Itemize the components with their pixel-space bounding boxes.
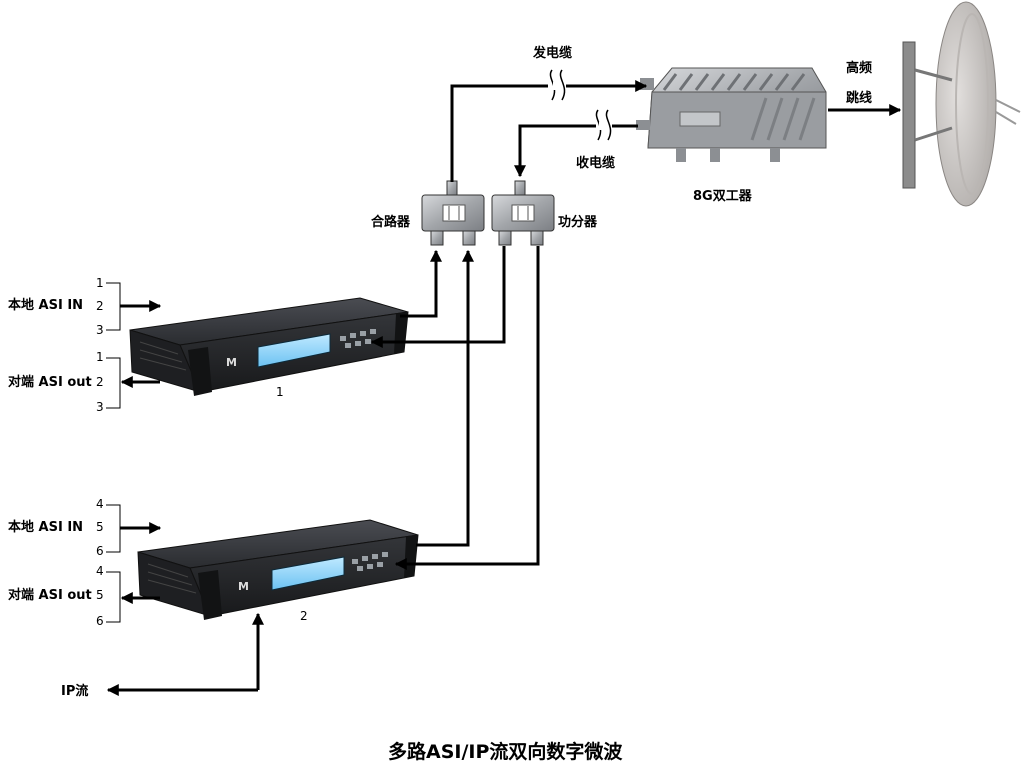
encoder-unit-2: M 2 (137, 519, 419, 623)
port-number: 5 (96, 520, 104, 534)
diplexer-icon (636, 67, 827, 162)
svg-text:M: M (238, 580, 249, 593)
ip-stream-label: IP流 (61, 683, 88, 699)
dish-antenna-icon (902, 1, 1021, 207)
unit1-out-bracket: 1 2 3 对端 ASI out (8, 350, 121, 414)
port-number: 3 (96, 400, 104, 414)
port-number: 1 (96, 276, 104, 290)
port-number: 4 (96, 564, 104, 578)
remote-asi-out-label: 对端 ASI out (8, 374, 92, 390)
port-number: 3 (96, 323, 104, 337)
local-asi-in-label: 本地 ASI IN (8, 297, 83, 313)
wires (106, 80, 902, 696)
encoder-unit-1: M 1 (129, 297, 409, 399)
combiner-label: 合路器 (371, 214, 411, 230)
unit2-out-bracket: 4 5 6 对端 ASI out (8, 564, 121, 628)
diplexer-label: 8G双工器 (693, 189, 753, 204)
port-number: 6 (96, 614, 104, 628)
local-asi-in-label: 本地 ASI IN (8, 519, 83, 535)
svg-text:M: M (226, 356, 237, 369)
combiner: 合路器 (371, 180, 485, 246)
rack-unit-icon: M (137, 519, 419, 620)
splitter-label: 功分器 (558, 214, 598, 230)
diplexer: 8G双工器 (636, 67, 827, 204)
port-number: 5 (96, 588, 104, 602)
port-number: 1 (96, 350, 104, 364)
port-number: 2 (96, 299, 104, 313)
unit-2-number: 2 (300, 609, 308, 623)
cable-break-icon (549, 69, 566, 101)
splitter-icon (491, 180, 555, 246)
rf-jumper-label-1: 高频 (846, 60, 872, 76)
unit2-in-bracket: 4 5 6 本地 ASI IN (8, 497, 121, 558)
port-number: 4 (96, 497, 104, 511)
unit1-in-bracket: 1 2 3 本地 ASI IN (8, 276, 121, 337)
splitter-icon (421, 180, 485, 246)
tx-cable-label: 发电缆 (532, 45, 572, 61)
rack-unit-icon: M (129, 297, 409, 396)
splitter: 功分器 (491, 180, 598, 246)
dish-antenna (902, 1, 1021, 207)
cable-break-icon (595, 109, 612, 141)
remote-asi-out-label: 对端 ASI out (8, 587, 92, 603)
port-number: 6 (96, 544, 104, 558)
port-number: 2 (96, 375, 104, 389)
diagram-title: 多路ASI/IP流双向数字微波 (388, 740, 623, 763)
rx-cable-label: 收电缆 (576, 155, 615, 171)
rf-jumper-label-2: 跳线 (846, 90, 872, 106)
unit-1-number: 1 (276, 385, 284, 399)
